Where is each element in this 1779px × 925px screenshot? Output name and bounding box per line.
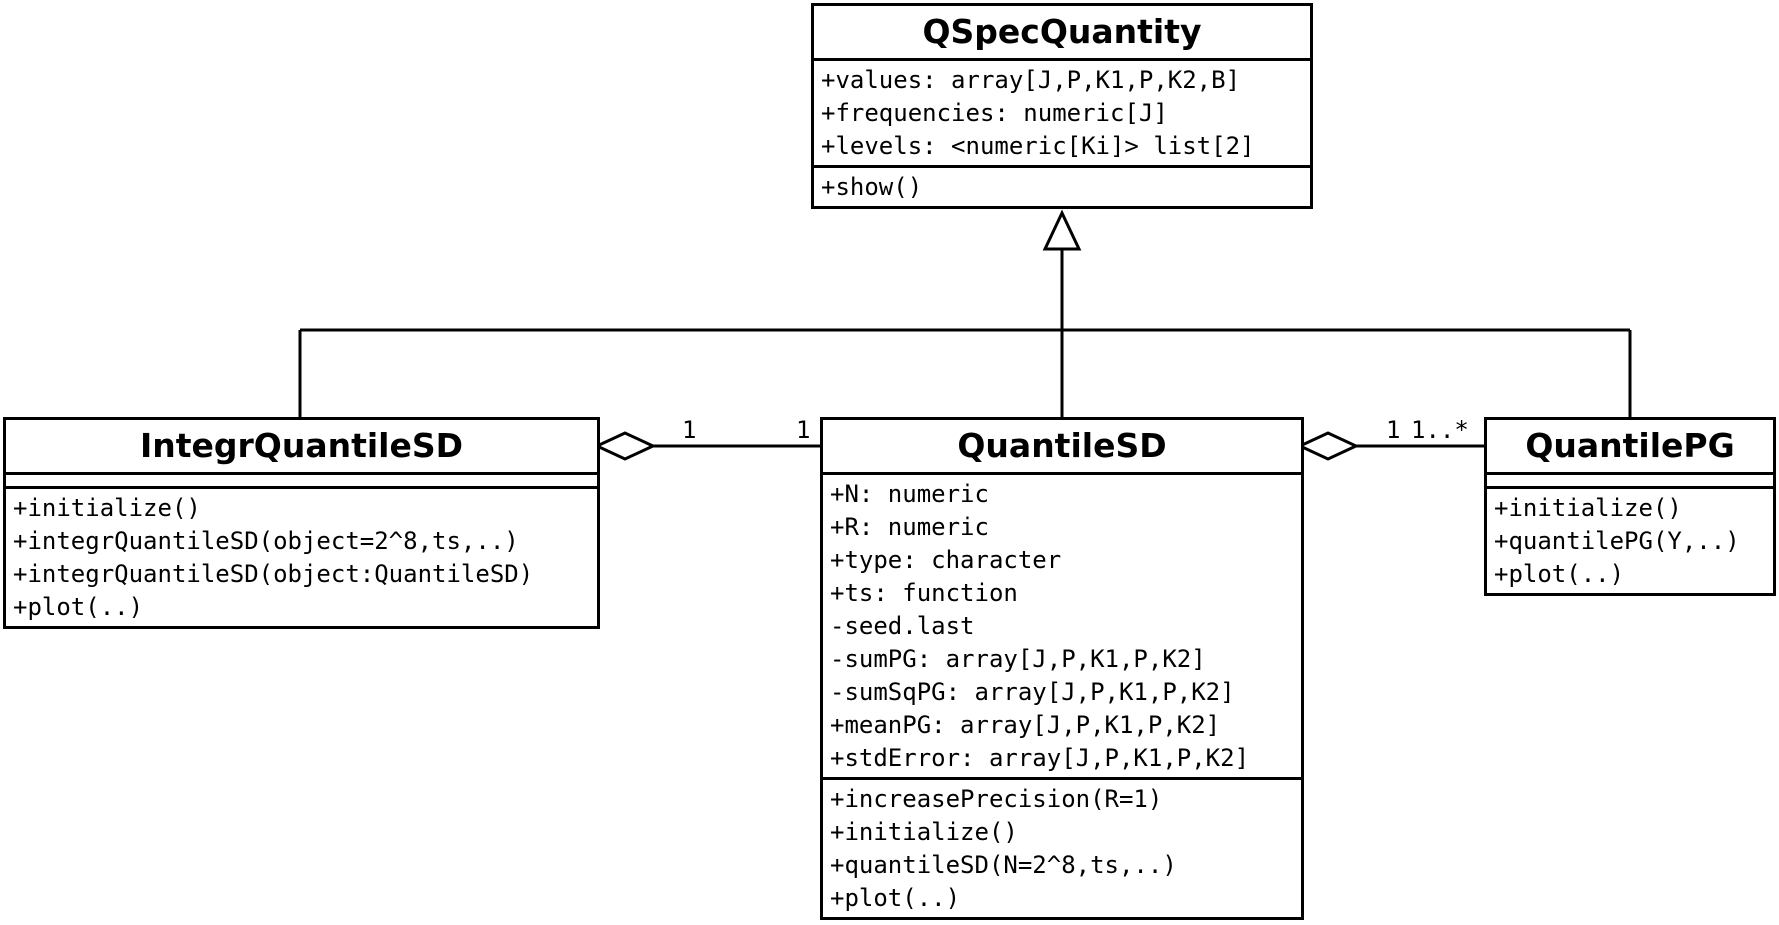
- operation: +initialize(): [1494, 494, 1682, 522]
- attribute: +stdError: array[J,P,K1,P,K2]: [830, 744, 1250, 772]
- multiplicity-label: 1..*: [1411, 416, 1469, 444]
- aggregation-diamond-icon: [1296, 431, 1360, 461]
- attribute: +type: character: [830, 546, 1062, 574]
- operation: +plot(..): [830, 884, 961, 912]
- operations-compartment: +initialize() +integrQuantileSD(object=2…: [6, 486, 597, 626]
- class-name: QSpecQuantity: [922, 12, 1202, 51]
- operation: +show(): [821, 173, 923, 201]
- attributes-compartment: +values: array[J,P,K1,P,K2,B] +frequenci…: [814, 58, 1310, 165]
- attribute: +ts: function: [830, 579, 1018, 607]
- attribute: -sumPG: array[J,P,K1,P,K2]: [830, 645, 1206, 673]
- attribute: -sumSqPG: array[J,P,K1,P,K2]: [830, 678, 1235, 706]
- class-integrquantilesd: IntegrQuantileSD +initialize() +integrQu…: [3, 417, 600, 629]
- multiplicity-label: 1: [682, 416, 697, 444]
- attribute: -seed.last: [830, 612, 975, 640]
- class-name: QuantileSD: [957, 426, 1167, 465]
- attributes-compartment: +N: numeric +R: numeric +type: character…: [823, 472, 1301, 777]
- class-name: IntegrQuantileSD: [139, 426, 464, 465]
- multiplicity-label: 1: [796, 416, 811, 444]
- attributes-compartment: [6, 472, 597, 486]
- operation: +increasePrecision(R=1): [830, 785, 1163, 813]
- operation: +integrQuantileSD(object:QuantileSD): [13, 560, 534, 588]
- operation: +quantileSD(N=2^8,ts,..): [830, 851, 1177, 879]
- class-quantilepg: QuantilePG +initialize() +quantilePG(Y,.…: [1484, 417, 1776, 596]
- operation: +quantilePG(Y,..): [1494, 527, 1740, 555]
- attribute: +N: numeric: [830, 480, 989, 508]
- attribute: +values: array[J,P,K1,P,K2,B]: [821, 66, 1241, 94]
- operation: +initialize(): [830, 818, 1018, 846]
- operation: +plot(..): [13, 593, 144, 621]
- operations-compartment: +initialize() +quantilePG(Y,..) +plot(..…: [1487, 486, 1773, 593]
- operation: +initialize(): [13, 494, 201, 522]
- multiplicity-label: 1: [1386, 416, 1401, 444]
- generalization-arrowhead-icon: [1042, 209, 1082, 251]
- operation: +plot(..): [1494, 560, 1625, 588]
- aggregation-diamond-icon: [593, 431, 657, 461]
- attribute: +R: numeric: [830, 513, 989, 541]
- class-quantilesd: QuantileSD +N: numeric +R: numeric +type…: [820, 417, 1304, 920]
- class-name: QuantilePG: [1525, 426, 1735, 465]
- operation: +integrQuantileSD(object=2^8,ts,..): [13, 527, 519, 555]
- operations-compartment: +increasePrecision(R=1) +initialize() +q…: [823, 777, 1301, 917]
- attribute: +levels: <numeric[Ki]> list[2]: [821, 132, 1255, 160]
- operations-compartment: +show(): [814, 165, 1310, 206]
- attribute: +meanPG: array[J,P,K1,P,K2]: [830, 711, 1221, 739]
- class-qspecquantity: QSpecQuantity +values: array[J,P,K1,P,K2…: [811, 3, 1313, 209]
- attributes-compartment: [1487, 472, 1773, 486]
- attribute: +frequencies: numeric[J]: [821, 99, 1168, 127]
